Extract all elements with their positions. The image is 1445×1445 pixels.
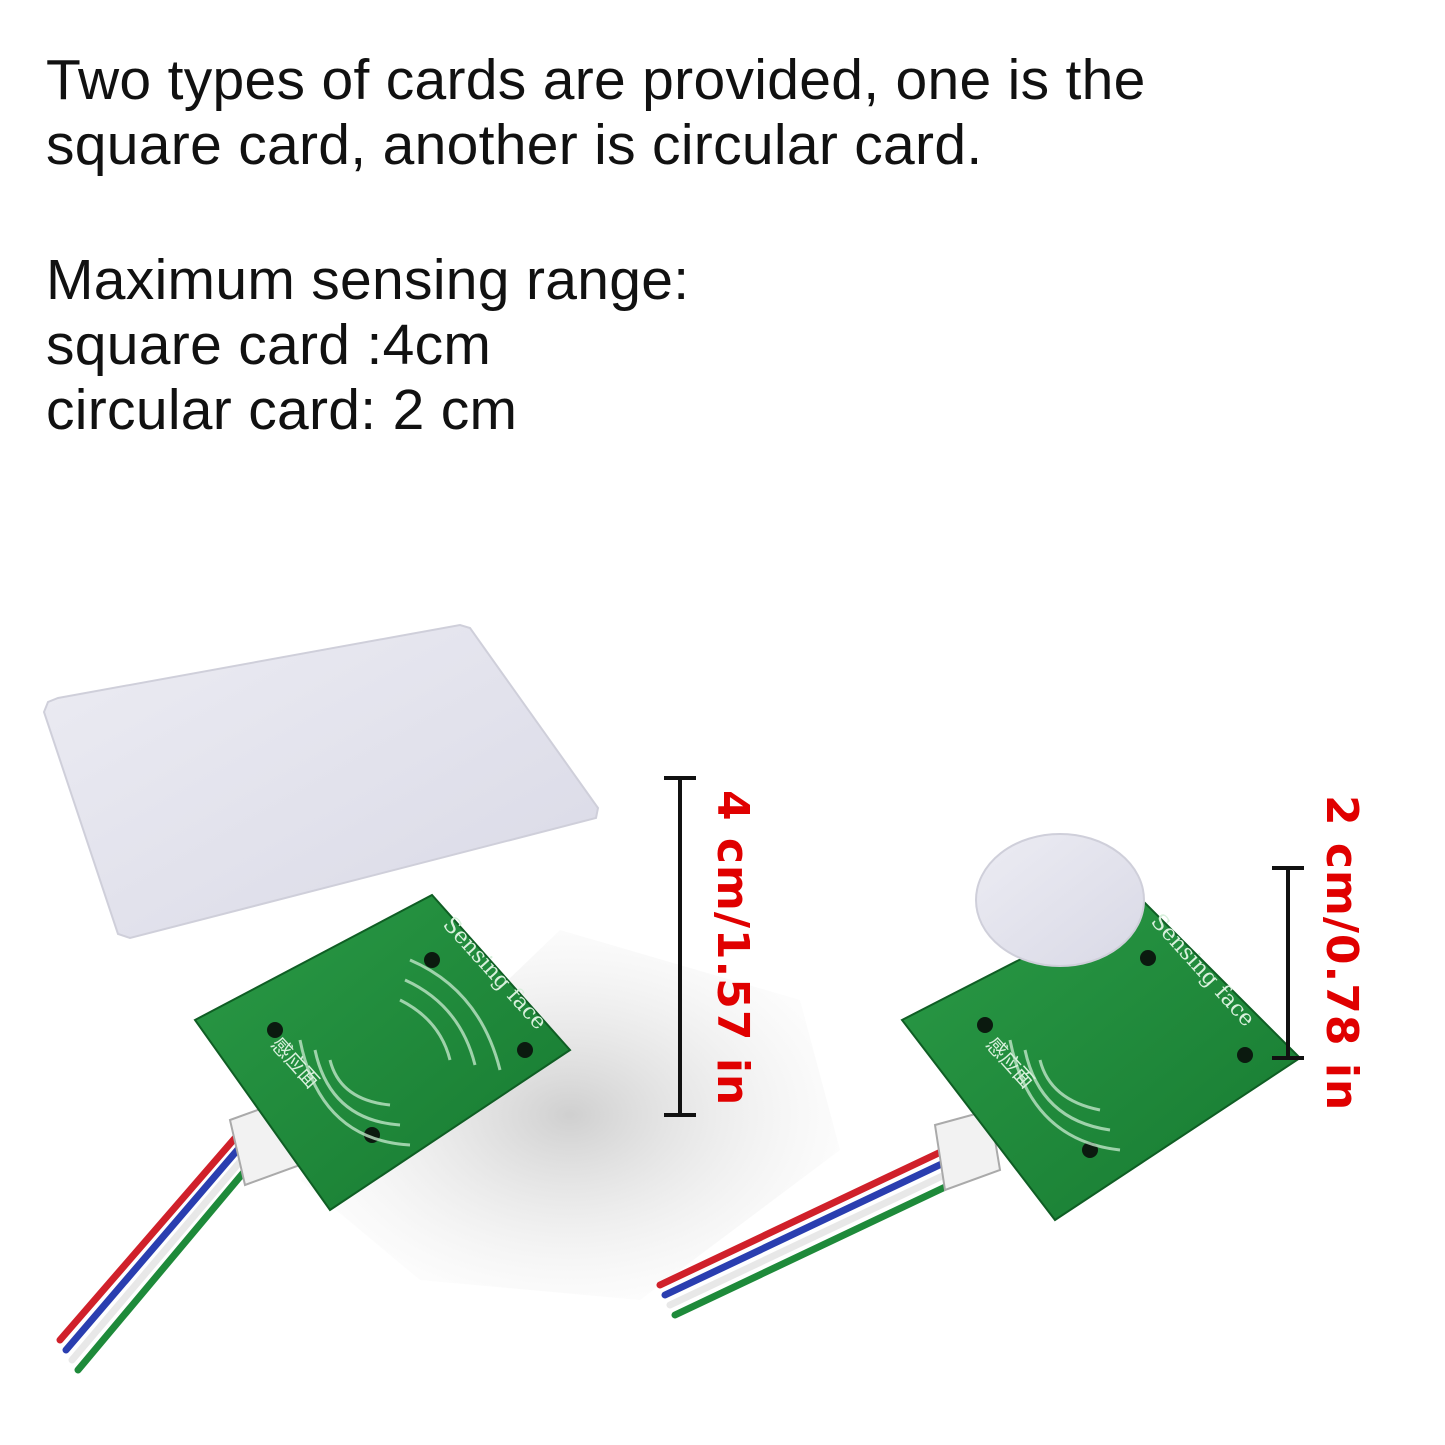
nfc-antenna-icon <box>1008 1039 1121 1152</box>
range-square: square card :4cm <box>46 313 492 377</box>
circular-reader-connector <box>933 1108 1002 1192</box>
range-text: Maximum sensing range: square card :4cm … <box>46 248 689 443</box>
square-card-reader: Sensing face 感应面 <box>42 623 840 1374</box>
square-reader-shadow <box>300 930 840 1300</box>
square-reader-pcb <box>193 893 572 1212</box>
circular-card-reader: Sensing face 感应面 <box>656 833 1304 1319</box>
pcb-hole <box>517 1042 533 1058</box>
square-card <box>42 623 600 940</box>
circular-dimension-bracket <box>1272 866 1304 1060</box>
pcb-hole <box>1237 1047 1253 1063</box>
pcb-hole <box>1140 950 1156 966</box>
square-dimension-label: 4 cm/1.57 in <box>707 790 758 1107</box>
intro-line-2: square card, another is circular card. <box>46 113 983 177</box>
square-dimension-bracket <box>664 776 696 1117</box>
range-circular: circular card: 2 cm <box>46 378 518 442</box>
nfc-antenna-icon <box>298 958 502 1147</box>
circular-card <box>975 833 1145 967</box>
circular-dimension-label: 2 cm/0.78 in <box>1316 795 1367 1112</box>
intro-text: Two types of cards are provided, one is … <box>46 48 1146 178</box>
circular-reader-wires <box>656 1146 964 1319</box>
pcb-hole <box>977 1017 993 1033</box>
pcb-hole <box>424 952 440 968</box>
pcb-hole <box>267 1022 283 1038</box>
range-heading: Maximum sensing range: <box>46 248 690 312</box>
intro-line-1: Two types of cards are provided, one is … <box>46 48 1146 112</box>
square-reader-wires <box>56 1126 258 1374</box>
